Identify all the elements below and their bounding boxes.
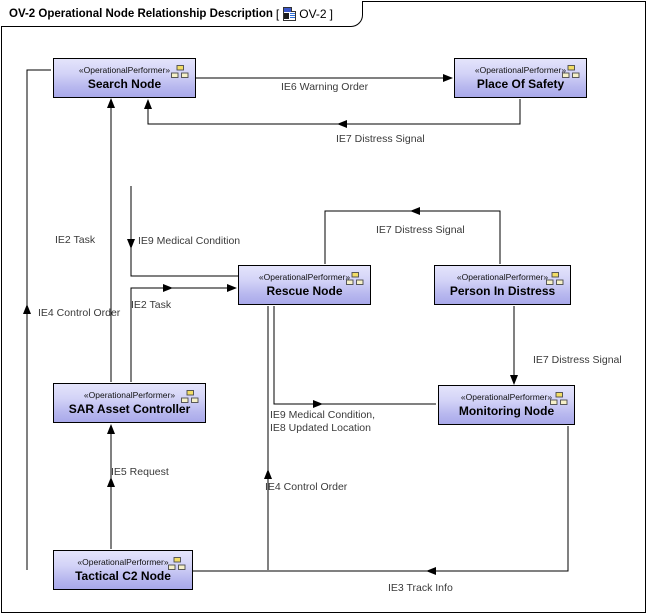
edge-label-ie4-control-order-b: IE4 Control Order [265, 481, 348, 493]
bracket-open: [ [275, 6, 280, 21]
ov2-diagram-icon [283, 6, 297, 21]
node-tactical-c2-node[interactable]: «OperationalPerformer» Tactical C2 Node [53, 550, 193, 590]
node-label: SAR Asset Controller [68, 402, 191, 416]
edge-label-ie7-distress-signal-a: IE7 Distress Signal [336, 133, 425, 145]
edge-label-ie6-warning-order: IE6 Warning Order [281, 81, 369, 93]
node-label: Person In Distress [449, 284, 556, 298]
edge-label-ie4-control-order-a: IE4 Control Order [38, 307, 121, 319]
node-search-node[interactable]: «OperationalPerformer» Search Node [53, 58, 196, 98]
node-place-of-safety[interactable]: «OperationalPerformer» Place Of Safety [454, 58, 587, 98]
node-stereotype: «OperationalPerformer» [258, 272, 351, 282]
edge-label-ie2-task-b: IE2 Task [131, 299, 172, 311]
operational-performer-icon [171, 65, 189, 78]
node-label: Place Of Safety [476, 77, 565, 91]
edge-ie3-track-info [193, 426, 569, 572]
node-rescue-node[interactable]: «OperationalPerformer» Rescue Node [238, 265, 371, 305]
edge-ie9-ie8-updated [273, 306, 436, 405]
node-label: Monitoring Node [458, 404, 555, 418]
operational-performer-icon [546, 272, 564, 285]
node-stereotype: «OperationalPerformer» [460, 392, 553, 402]
edge-ie9-medical-condition [130, 186, 238, 277]
node-stereotype: «OperationalPerformer» [83, 390, 176, 400]
node-sar-asset-controller[interactable]: «OperationalPerformer» SAR Asset Control… [53, 383, 206, 423]
bracket-close: ] [329, 6, 333, 21]
edge-label-line-1: IE9 Medical Condition, [270, 409, 376, 421]
edge-label-ie7-distress-signal-b: IE7 Distress Signal [376, 224, 465, 236]
page-title: OV-2 Operational Node Relationship Descr… [9, 7, 273, 20]
edge-label-ie5-request: IE5 Request [111, 466, 169, 478]
operational-performer-icon [181, 390, 199, 403]
operational-performer-icon [168, 557, 186, 570]
edge-label-ie9-medical-condition: IE9 Medical Condition [138, 235, 241, 247]
edge-ie7-distress-signal-a [144, 99, 521, 125]
edge-label-ie3-track-info: IE3 Track Info [388, 582, 453, 594]
node-stereotype: «OperationalPerformer» [78, 65, 171, 75]
node-stereotype: «OperationalPerformer» [474, 65, 567, 75]
node-label: Tactical C2 Node [75, 569, 171, 583]
node-monitoring-node[interactable]: «OperationalPerformer» Monitoring Node [438, 385, 575, 425]
node-label: Search Node [87, 77, 162, 91]
node-stereotype: «OperationalPerformer» [77, 557, 169, 567]
operational-performer-icon [550, 392, 568, 405]
edge-label-ie7-distress-signal-c: IE7 Distress Signal [533, 354, 622, 366]
operational-performer-icon [562, 65, 580, 78]
diagram-tag: OV-2 [299, 6, 327, 21]
edge-label-ie9-ie8-updated: IE9 Medical Condition, IE8 Updated Locat… [270, 409, 375, 435]
edge-label-ie2-task-a: IE2 Task [55, 234, 96, 246]
node-stereotype: «OperationalPerformer» [456, 272, 549, 282]
edge-ie4-control-order-a [26, 69, 51, 570]
edge-label-line-2: IE8 Updated Location [270, 422, 371, 434]
node-label: Rescue Node [266, 284, 343, 298]
node-person-in-distress[interactable]: «OperationalPerformer» Person In Distres… [434, 265, 571, 305]
edge-ie7-distress-signal-b [324, 210, 501, 264]
diagram-frame-header: OV-2 Operational Node Relationship Descr… [1, 1, 363, 27]
operational-performer-icon [346, 272, 364, 285]
